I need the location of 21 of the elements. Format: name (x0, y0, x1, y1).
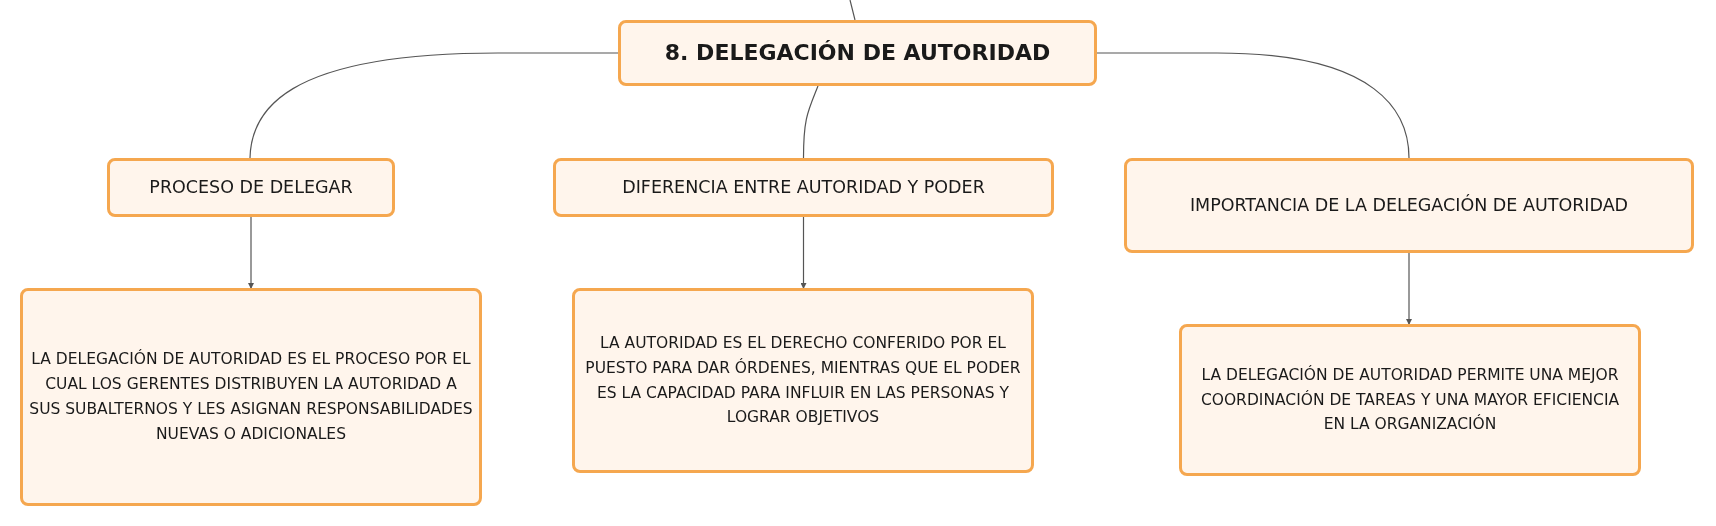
description-box (20, 288, 482, 506)
connector-line (849, 0, 856, 21)
description-box (1179, 324, 1641, 476)
connector-line (1406, 252, 1412, 325)
topic-box (1124, 158, 1694, 253)
description-box (572, 288, 1034, 473)
topic-label: IMPORTANCIA DE LA DELEGACIÓN DE AUTORIDAD (1189, 194, 1629, 217)
description-text: LA DELEGACIÓN DE AUTORIDAD ES EL PROCESO POR EL CUAL LOS GERENTES DISTRIBUYEN LA AUTORIDAD A SUS SUBALTERNOS Y LES ASIGNAN RESPONSABILIDADES NUEVAS O ADICIONALES (29, 348, 473, 445)
topic-label: 8. DELEGACIÓN DE AUTORIDAD (664, 38, 1051, 67)
connector-line (800, 216, 807, 289)
topic-label: DIFERENCIA ENTRE AUTORIDAD Y PODER (622, 176, 985, 199)
topic-box (553, 158, 1054, 217)
description-text: LA DELEGACIÓN DE AUTORIDAD PERMITE UNA MEJOR COORDINACIÓN DE TAREAS Y UNA MAYOR EFICIENCIA EN LA ORGANIZACIÓN (1199, 364, 1621, 436)
central-topic-box (618, 20, 1097, 86)
connector-line (802, 85, 819, 159)
topic-box (107, 158, 395, 217)
connector-line (249, 52, 619, 159)
description-text: LA AUTORIDAD ES EL DERECHO CONFERIDO POR EL PUESTO PARA DAR ÓRDENES, MIENTRAS QUE EL PODER ES LA CAPACIDAD PARA INFLUIR EN LAS PERSONAS Y LOGRAR OBJETIVOS (584, 332, 1022, 429)
connector-line (1096, 52, 1410, 159)
topic-label: PROCESO DE DELEGAR (149, 176, 353, 199)
connector-line (248, 216, 254, 289)
